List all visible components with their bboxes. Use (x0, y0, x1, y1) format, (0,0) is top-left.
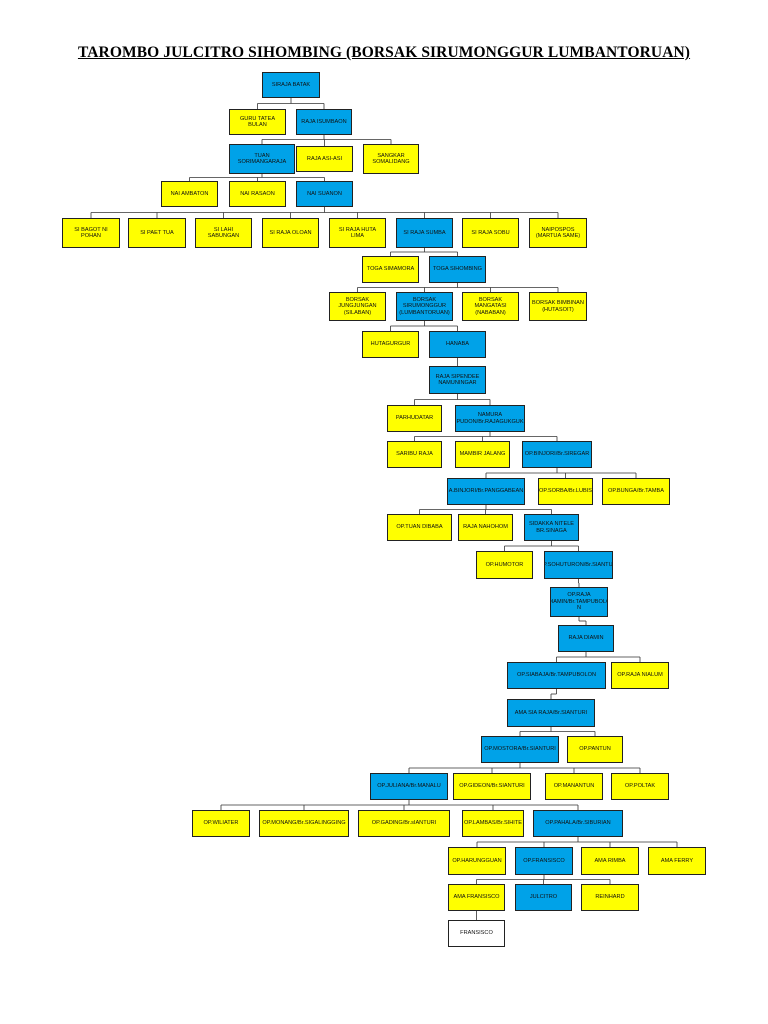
node-nai-suanon: NAI SUANON (296, 181, 353, 207)
node-raja-isumbaon: RAJA ISUMBAON (296, 109, 352, 135)
page-title: TAROMBO JULCITRO SIHOMBING (BORSAK SIRUM… (77, 44, 691, 61)
node-julcitro: JULCITRO (515, 884, 572, 911)
node-raja-nahohom: RAJA NAHOHOM (458, 514, 513, 541)
node-op-gading: OP.GADING/Br.sIANTURI (358, 810, 450, 837)
node-op-sorba: OP.SORBA/Br.LUBIS (538, 478, 593, 505)
node-op-sohuturon: OP.SOHUTURON/Br.SIANTURI (544, 551, 613, 579)
node-op-tuan-dibaba: OP.TUAN DIBABA (387, 514, 452, 541)
node-op-manantun: OP.MANANTUN (545, 773, 603, 800)
node-si-bagot-ni-pohan: SI BAGOT NI POHAN (62, 218, 120, 248)
node-tuan-sorimangaraja: TUAN SORIMANGARAJA (229, 144, 295, 174)
node-borsak-jungjungan: BORSAK JUNGJUNGAN (SILABAN) (329, 292, 386, 321)
node-ama-sia-raja: AMA SIA RAJA/Br.SIANTURI (507, 699, 595, 727)
node-si-raja-oloan: SI RAJA OLOAN (262, 218, 319, 248)
node-si-raja-huta-lima: SI RAJA HUTA LIMA (329, 218, 386, 248)
node-nai-ambaton: NAI AMBATON (161, 181, 218, 207)
node-op-fransisco: OP.FRANSISCO (515, 847, 573, 875)
node-ama-rimba: AMA RIMBA (581, 847, 639, 875)
node-nai-rasaon: NAI RASAON (229, 181, 286, 207)
node-op-humotor: OP.HUMOTOR (476, 551, 533, 579)
node-naipospos: NAIPOSPOS (MARTUA SAME) (529, 218, 587, 248)
node-siraja-batak: SIRAJA BATAK (262, 72, 320, 98)
node-raja-sipendee: RAJA SIPENDEE NAMUNINGAR (429, 366, 486, 394)
node-a-binjori: A.BINJORI/Br.PANGGABEAN (447, 478, 525, 505)
node-si-lahi-sabungan: SI LAHI SABUNGAN (195, 218, 252, 248)
node-op-gideon: OP.GIDEON/Br.SIANTURI (453, 773, 531, 800)
node-guru-tatea-bulan: GURU TATEA BULAN (229, 109, 286, 135)
node-si-paet-tua: SI PAET TUA (128, 218, 186, 248)
node-mambir-jalang: MAMBIR JALANG (455, 441, 510, 468)
node-reinhard: REINHARD (581, 884, 639, 911)
node-raja-diamin: RAJA DIAMIN (558, 625, 614, 652)
node-op-pahala: OP.PAHALA/Br.SIBURIAN (533, 810, 623, 837)
node-op-wiliater: OP.WILIATER (192, 810, 250, 837)
node-ama-fransisco: AMA FRANSISCO (448, 884, 505, 911)
node-sidakka-niteli: SIDAKKA NITELE BR.SINAGA (524, 514, 579, 541)
node-hanaba: HANABA (429, 331, 486, 358)
node-op-poltak: OP.POLTAK (611, 773, 669, 800)
node-fransisco: FRANSISCO (448, 920, 505, 947)
node-parhudatar: PARHUDATAR (387, 405, 442, 432)
node-borsak-sirumonggur: BORSAK SIRUMONGGUR (LUMBANTORUAN) (396, 292, 453, 321)
node-op-raja-diamin: OP.RAJA DIAMIN/Br.TAMPUBOLO N (550, 587, 608, 617)
node-saribu-raja: SARIBU RAJA (387, 441, 442, 468)
node-namura-pudon: NAMURA PUDON/Br.RAJAGUKGUK (455, 405, 525, 432)
node-op-harungguan: OP.HARUNGGUAN (448, 847, 506, 875)
node-hutagurgur: HUTAGURGUR (362, 331, 419, 358)
node-op-bunga: OP.BUNGA/Br.TAMBA (602, 478, 670, 505)
node-borsak-bimbinan: BORSAK BIMBINAN (HUTASOIT) (529, 292, 587, 321)
node-op-lambas: OP.LAMBAS/Br.SIHITE (462, 810, 524, 837)
node-si-raja-sobu: SI RAJA SOBU (462, 218, 519, 248)
node-op-mostora: OP.MOSTORA/Br.SIANTURI (481, 736, 559, 763)
node-toga-simamora: TOGA SIMAMORA (362, 256, 419, 283)
node-raja-asi-asi: RAJA ASI-ASI (296, 146, 353, 172)
node-borsak-mangatasi: BORSAK MANGATASI (NABABAN) (462, 292, 519, 321)
node-op-pantun: OP.PANTUN (567, 736, 623, 763)
node-si-raja-sumba: SI RAJA SUMBA (396, 218, 453, 248)
node-op-juliana: OP.JULIANA/Br.MANALU (370, 773, 448, 800)
node-sangkar-somalidang: SANGKAR SOMALIDANG (363, 144, 419, 174)
node-op-raja-nialum: OP.RAJA NIALUM (611, 662, 669, 689)
node-ama-ferry: AMA FERRY (648, 847, 706, 875)
node-toga-sihombing: TOGA SIHOMBING (429, 256, 486, 283)
node-op-siabaja: OP.SIABAJA/Br.TAMPUBOLON (507, 662, 606, 689)
node-op-binjori: OP.BINJORI/Br.SIREGAR (522, 441, 592, 468)
node-op-monang: OP.MONANG/Br.SIGALINGGING (259, 810, 349, 837)
